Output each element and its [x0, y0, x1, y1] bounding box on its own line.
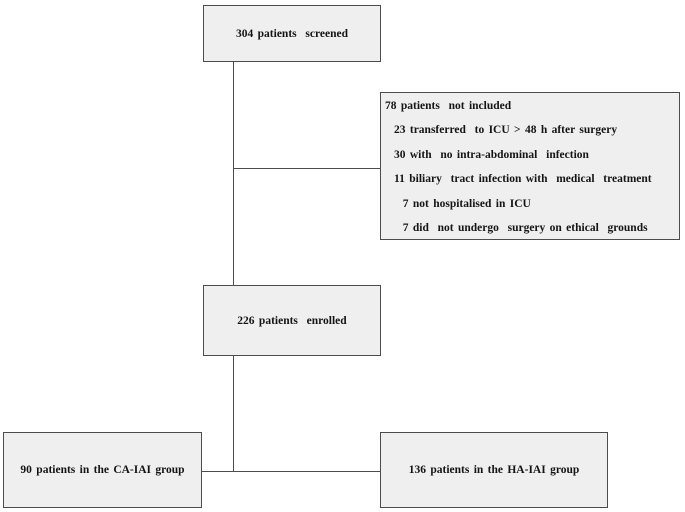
- ca-iai-group-label: 90 patients in the CA-IAI group: [20, 464, 185, 476]
- excluded-item-no-infection: 30 with no intra-abdominal infection: [394, 148, 589, 161]
- box-patients-enrolled: 226 patients enrolled: [203, 285, 381, 356]
- patients-screened-label: 304 patients screened: [236, 27, 348, 40]
- box-patients-screened: 304 patients screened: [203, 5, 381, 62]
- ha-iai-group-label: 136 patients in the HA-IAI group: [408, 464, 580, 476]
- excluded-item-ethical-grounds: 7 did not undergo surgery on ethical gro…: [394, 222, 648, 235]
- connector-screened-to-enrolled: [233, 62, 234, 285]
- excluded-item-not-hospitalised: 7 not hospitalised in ICU: [394, 197, 531, 210]
- patients-enrolled-label: 226 patients enrolled: [237, 314, 347, 327]
- box-ha-iai-group: 136 patients in the HA-IAI group: [380, 432, 608, 508]
- excluded-item-transferred-icu: 23 transferred to ICU > 48 h after surge…: [394, 124, 618, 137]
- box-ca-iai-group: 90 patients in the CA-IAI group: [3, 432, 202, 508]
- connector-branch-to-excluded: [233, 168, 380, 169]
- connector-split-horizontal: [202, 471, 380, 472]
- excluded-title: 78 patients not included: [385, 100, 512, 112]
- connector-enrolled-to-split: [233, 356, 234, 471]
- excluded-item-biliary-tract: 11 biliary tract infection with medical …: [394, 173, 652, 186]
- box-patients-excluded: 78 patients not included 23 transferred …: [380, 92, 680, 240]
